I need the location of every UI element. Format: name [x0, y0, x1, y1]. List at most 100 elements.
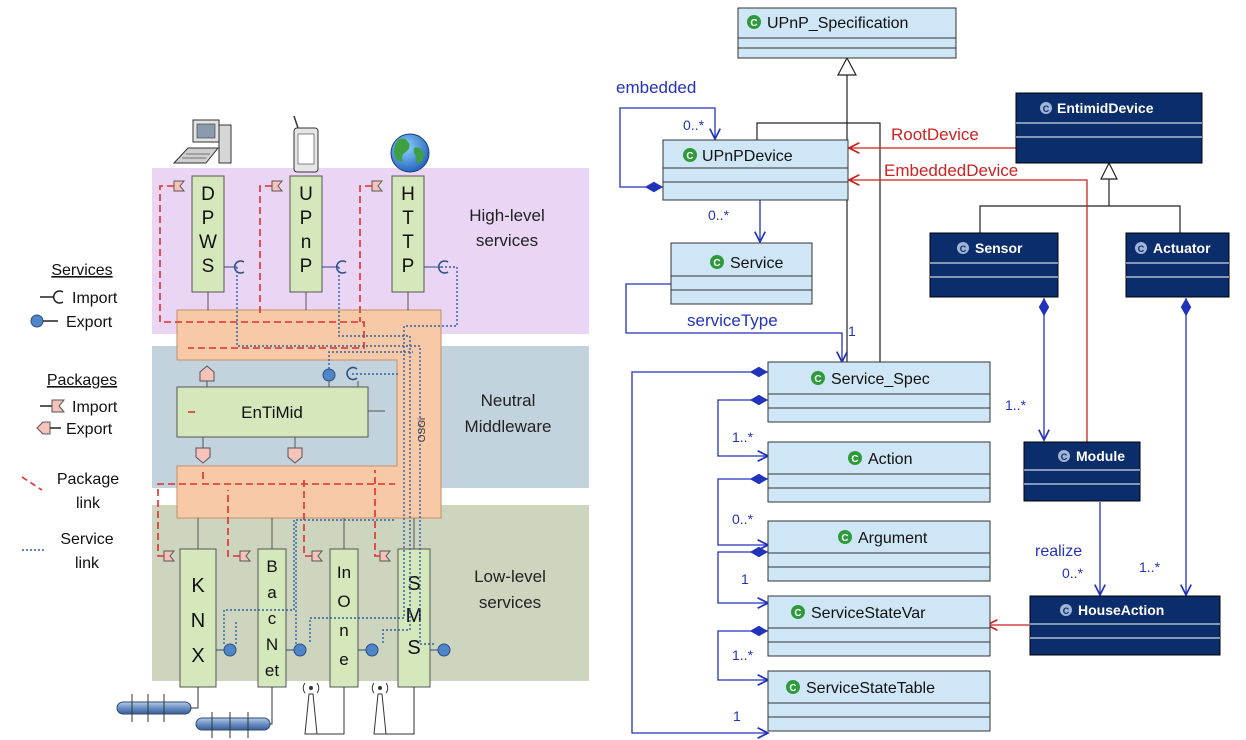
low-level-label-line2: services — [479, 593, 541, 612]
root-device-label: RootDevice — [891, 125, 979, 144]
actuator-multiplicity: 1..* — [1139, 559, 1161, 575]
service-multiplicity: 0..* — [708, 207, 730, 223]
svg-text:n: n — [301, 232, 312, 253]
svg-text:Sensor: Sensor — [975, 240, 1023, 256]
class-c-icon — [710, 255, 724, 269]
svg-text:N: N — [191, 610, 205, 632]
legend-package-link-line1: Package — [57, 471, 119, 488]
antenna-icon-2 — [371, 682, 415, 735]
class-servicestatevar: C ServiceStateVar — [767, 595, 991, 657]
bus-cylinder-icon — [116, 687, 199, 722]
svg-text:T: T — [402, 232, 414, 253]
package-import-icons-top — [173, 180, 384, 192]
package-links — [157, 185, 395, 557]
class-entimiddevice: C EntimidDevice — [1015, 92, 1203, 164]
class-c-icon — [786, 680, 800, 694]
class-upnpdevice: C UPnPDevice — [662, 139, 849, 201]
component-knx: K N X — [179, 548, 217, 688]
legend-service-link-line2: link — [75, 555, 100, 572]
svg-text:P: P — [402, 256, 415, 277]
low-level-label-line1: Low-level — [474, 567, 546, 586]
svg-text:C: C — [794, 608, 801, 619]
class-actuator: C Actuator — [1125, 232, 1230, 298]
component-http: H T T P — [391, 175, 425, 293]
antenna-icon — [302, 682, 345, 735]
entimid-package-import-down-icon-2 — [287, 447, 303, 464]
legend-package-import: Import — [72, 399, 118, 416]
svg-text:a: a — [267, 583, 277, 602]
class-c-icon — [791, 605, 805, 619]
svg-text:Service: Service — [730, 255, 783, 272]
class-c-icon — [1058, 450, 1070, 462]
svg-text:C: C — [1043, 104, 1050, 114]
service-type-label: serviceType — [687, 311, 778, 330]
embedded-device-label: EmbeddedDevice — [884, 161, 1018, 180]
class-service-spec: C Service_Spec — [767, 361, 991, 423]
svg-text:C: C — [1138, 244, 1145, 254]
svg-text:Action: Action — [868, 451, 912, 468]
globe-icon — [390, 133, 430, 173]
module-multiplicity: 1..* — [1005, 397, 1027, 413]
entimid-service-export-icon — [322, 368, 336, 382]
osgi-label: OSGi — [417, 418, 428, 442]
svg-text:Argument: Argument — [858, 530, 928, 547]
computer-icon — [172, 119, 232, 164]
package-import-icon — [51, 399, 66, 413]
svg-text:C: C — [851, 454, 858, 465]
class-action: C Action — [767, 441, 991, 503]
legend-service-link-line1: Service — [60, 531, 113, 548]
svg-text:C: C — [789, 683, 796, 694]
svg-text:W: W — [199, 232, 217, 253]
neutral-label-line2: Middleware — [465, 417, 552, 436]
class-c-icon — [1135, 242, 1147, 254]
package-export-icon — [36, 421, 51, 435]
class-upnp-specification: C UPnP_Specification — [737, 7, 957, 59]
embedded-multiplicity: 0..* — [683, 117, 705, 133]
service-type-multiplicity: 1 — [848, 323, 856, 339]
class-argument: C Argument — [767, 520, 991, 582]
association-lines — [619, 107, 1186, 733]
legend-package-export: Export — [66, 421, 113, 438]
svg-text:P: P — [300, 208, 313, 229]
svg-text:C: C — [713, 258, 720, 269]
legend-packages-title: Packages — [47, 372, 117, 389]
svg-text:HouseAction: HouseAction — [1078, 602, 1164, 618]
svg-text:S: S — [202, 256, 215, 277]
class-sensor: C Sensor — [929, 232, 1059, 298]
svg-text:n: n — [339, 621, 348, 640]
svg-text:UPnPDevice: UPnPDevice — [702, 148, 793, 165]
svg-text:C: C — [960, 244, 967, 254]
legend-package-link-line2: link — [76, 495, 101, 512]
legend-service-export: Export — [66, 314, 113, 331]
component-dpws: D P W S — [191, 175, 225, 293]
legend: Services Import Export Packages Import E… — [21, 262, 119, 572]
svg-text:T: T — [402, 208, 414, 229]
realize-label: realize — [1035, 543, 1082, 560]
svg-text:P: P — [202, 208, 215, 229]
package-import-icons-bottom — [163, 550, 392, 562]
svg-text:B: B — [266, 557, 277, 576]
realize-multiplicity: 0..* — [1062, 565, 1084, 581]
service-export-icon — [30, 314, 44, 328]
svg-text:S: S — [407, 637, 420, 659]
entimid-generalization — [979, 179, 1181, 233]
legend-service-import: Import — [72, 290, 118, 307]
svg-text:C: C — [841, 533, 848, 544]
entimid-package-import-down-icon — [195, 447, 211, 464]
high-level-label-line2: services — [476, 231, 538, 250]
svg-text:EntimidDevice: EntimidDevice — [1057, 100, 1154, 116]
svg-text:C: C — [1063, 606, 1070, 616]
neutral-label-line1: Neutral — [481, 391, 536, 410]
entimid-label: EnTiMid — [241, 403, 303, 422]
legend-services-title: Services — [51, 262, 112, 279]
svg-text:N: N — [266, 635, 278, 654]
class-module: C Module — [1023, 441, 1141, 502]
svg-text:P: P — [300, 256, 313, 277]
uml-class-diagram: embedded 0..* 0..* serviceType 1 RootDev… — [616, 7, 1230, 733]
statetable-multiplicity: 1..* — [732, 647, 754, 663]
class-c-icon — [747, 15, 761, 29]
table-ref-multiplicity: 1 — [733, 708, 741, 724]
svg-text:H: H — [401, 184, 415, 205]
svg-text:ServiceStateVar: ServiceStateVar — [811, 605, 926, 622]
